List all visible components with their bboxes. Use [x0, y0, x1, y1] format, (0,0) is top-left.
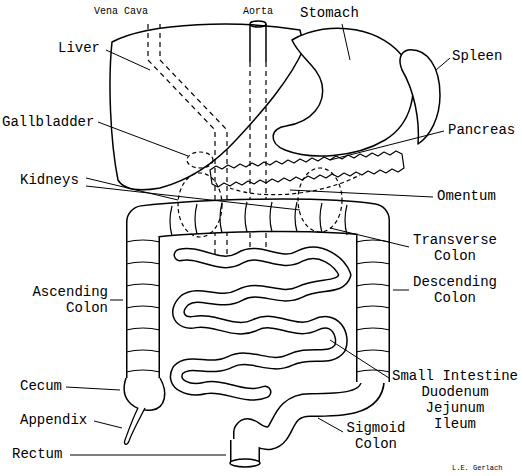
organ-label: Vena Cava [94, 6, 148, 18]
organ-label: Omentum [437, 188, 496, 204]
organ-label: Liver [58, 40, 100, 56]
organ-label: Rectum [12, 446, 62, 462]
colon-outer [143, 215, 373, 385]
kidney-right [298, 168, 342, 232]
gallbladder-outline [187, 152, 213, 168]
rectum-opening [230, 459, 260, 467]
colon-haustra [126, 202, 390, 372]
organ-label: Sigmoid Colon [347, 420, 406, 452]
kidney-left [178, 173, 222, 237]
colon-inner [143, 215, 373, 386]
spleen-outline [400, 50, 440, 144]
organ-label: Ascending Colon [32, 284, 108, 316]
organ-label: Transverse Colon [413, 232, 497, 264]
organ-label: Stomach [300, 5, 359, 21]
organ-label: Appendix [20, 412, 87, 428]
organ-label: L.E. Gerlach [452, 464, 502, 472]
organ-label: Pancreas [448, 122, 515, 138]
cecum-outline [124, 378, 165, 410]
organ-label: Jejunum [426, 400, 485, 416]
organ-label: Gallbladder [2, 114, 94, 130]
organ-label: Kidneys [20, 172, 79, 188]
organ-label: Aorta [243, 6, 273, 18]
small-intestine-outer [176, 253, 345, 394]
aorta-opening [250, 21, 266, 27]
organ-label: Spleen [452, 48, 502, 64]
organ-label: Cecum [20, 378, 62, 394]
appendix-outline [124, 408, 145, 444]
omentum-outline [230, 175, 360, 195]
pancreas-outline [210, 151, 404, 187]
organ-label: Ileum [434, 416, 476, 432]
leader-lines [66, 24, 450, 455]
aorta-tube [250, 24, 266, 62]
stomach-outline [273, 28, 413, 156]
small-intestine-inner [176, 253, 345, 394]
organ-label: Duodenum [421, 384, 488, 400]
organ-label: Small Intestine [392, 368, 518, 384]
organ-label: Descending Colon [413, 274, 497, 306]
